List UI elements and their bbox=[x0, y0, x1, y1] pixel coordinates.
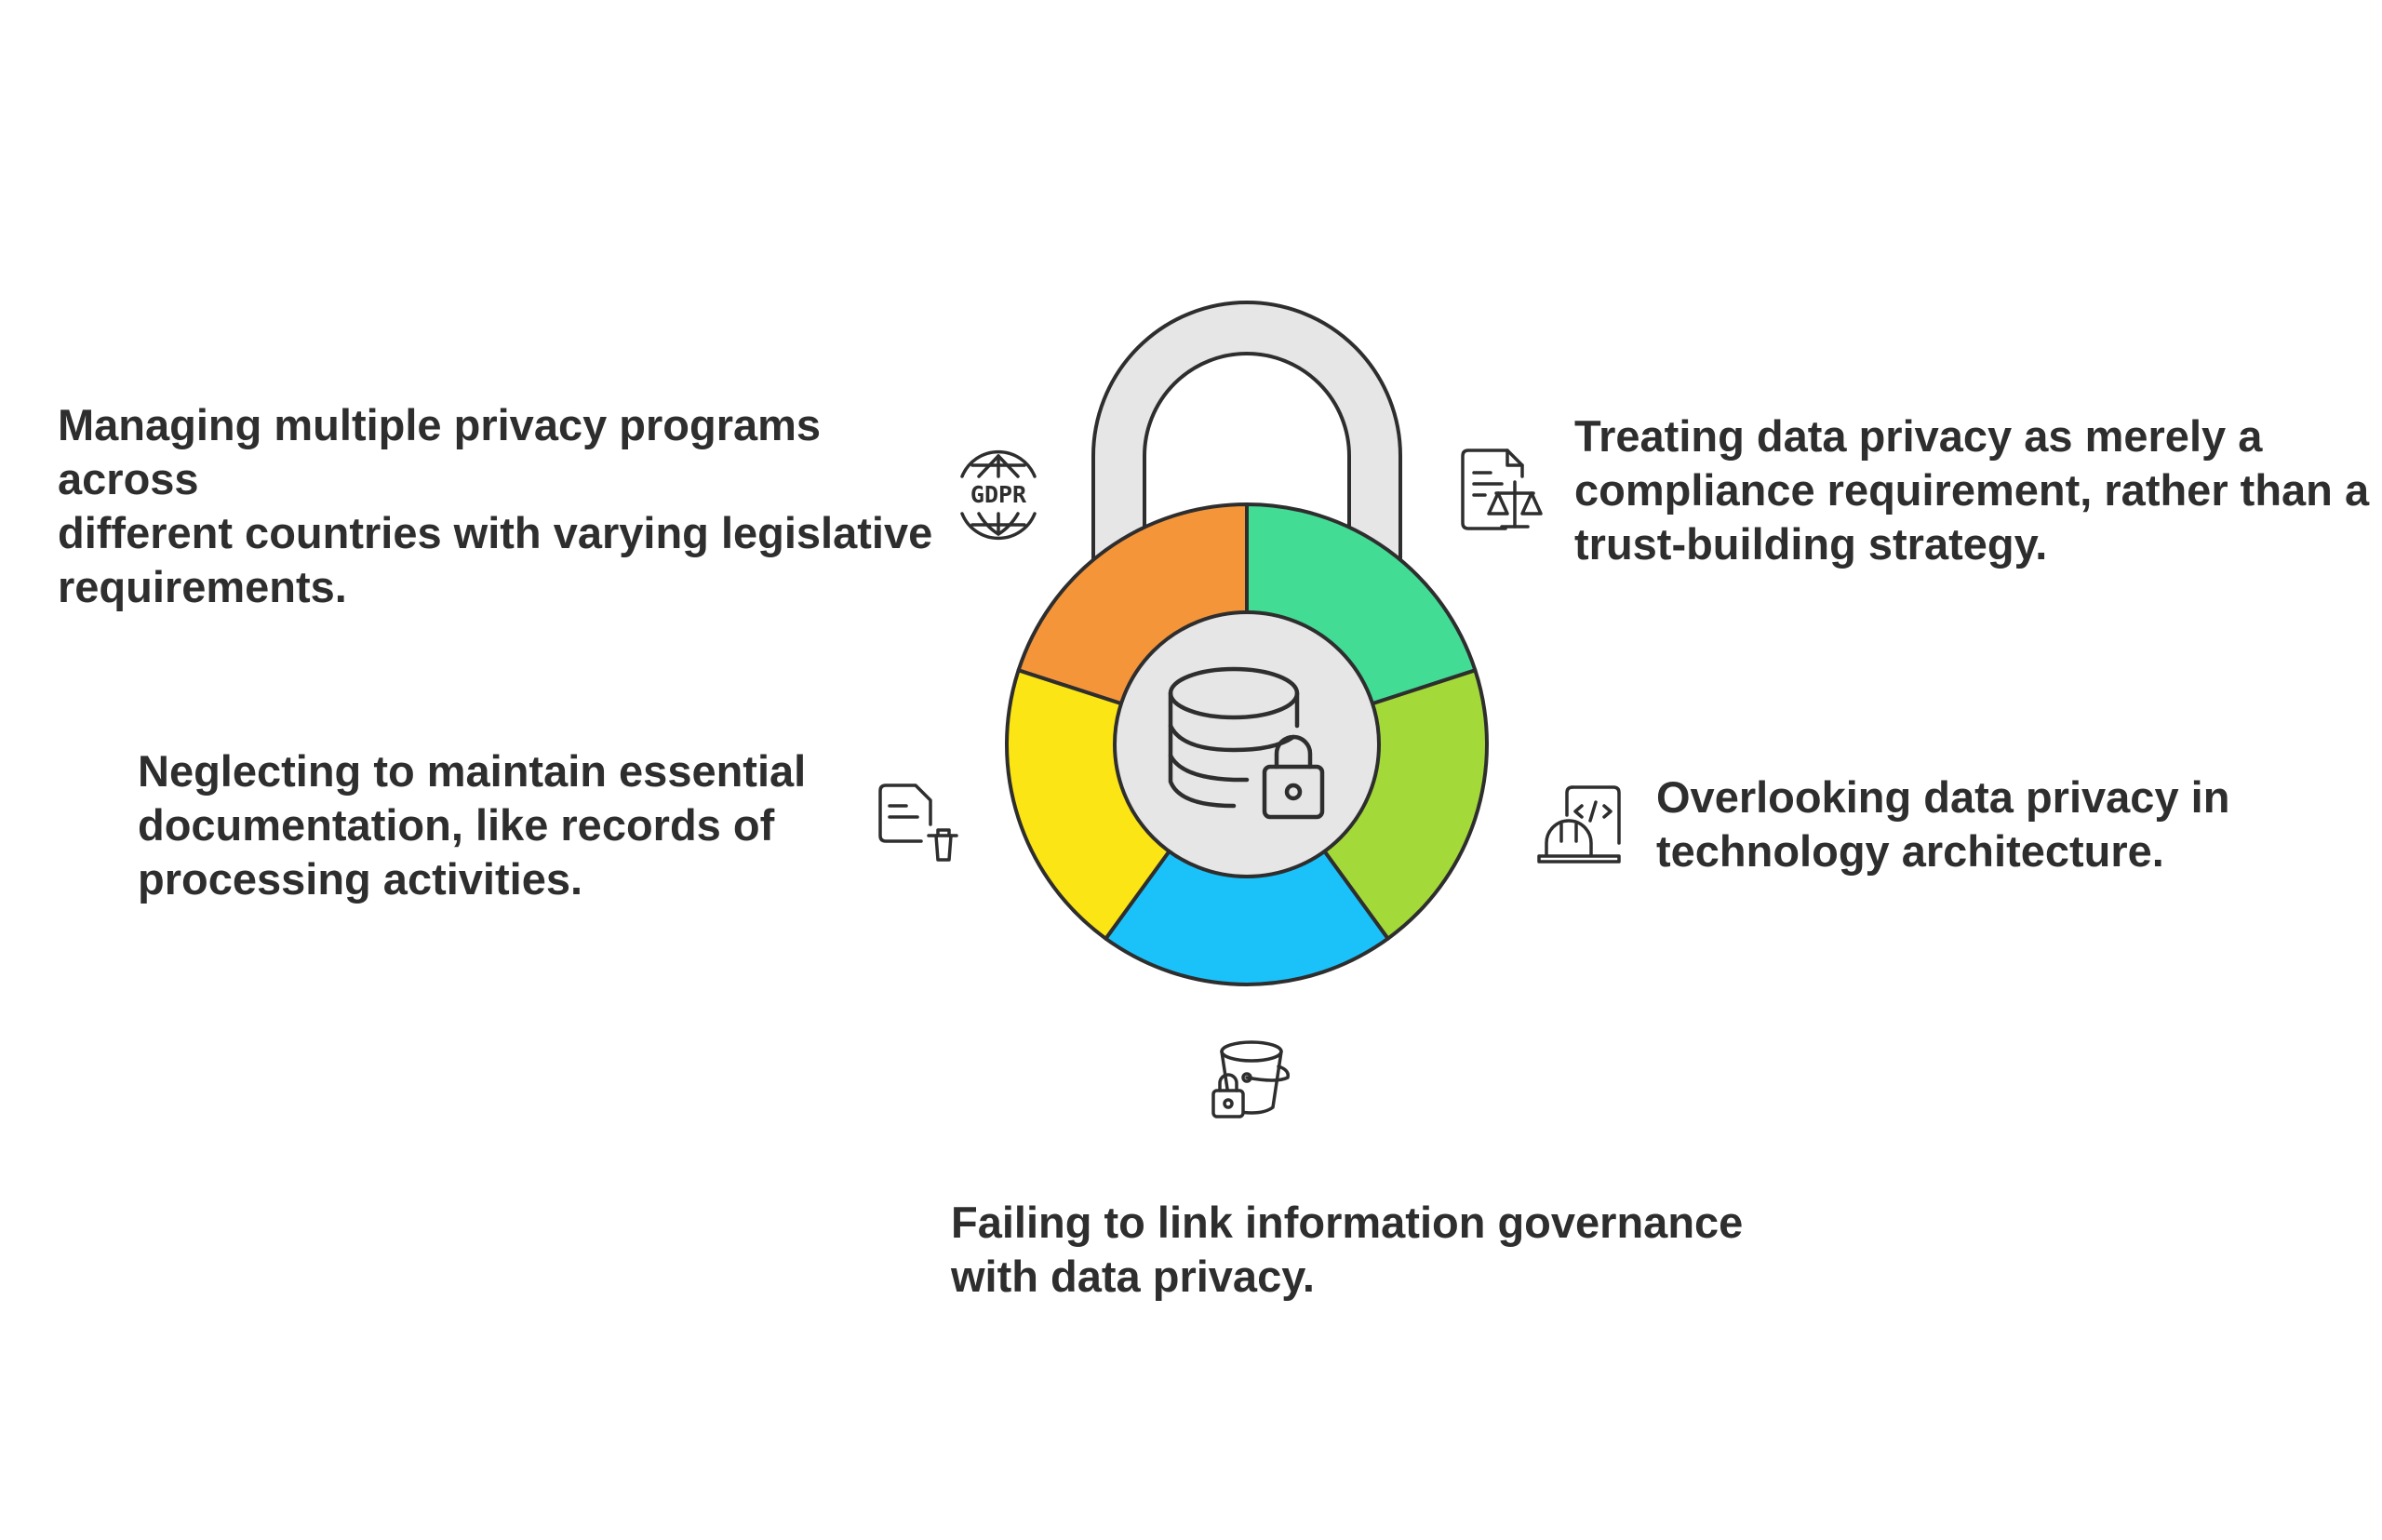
gdpr-globe-icon: GDPR bbox=[960, 449, 1037, 541]
database-lock-icon bbox=[1168, 666, 1325, 820]
item-label-compliance: Treating data privacy as merely a compli… bbox=[1574, 411, 2370, 569]
bucket-lock-icon bbox=[1211, 1040, 1291, 1118]
item-label-architecture: Overlooking data privacy in technology a… bbox=[1656, 772, 2230, 876]
code-file-hardhat-icon bbox=[1537, 785, 1621, 864]
gdpr-icon-text: GDPR bbox=[970, 481, 1027, 508]
legal-document-scales-icon bbox=[1461, 449, 1543, 530]
item-label-governance: Failing to link information governance w… bbox=[951, 1198, 1744, 1301]
center-disk bbox=[1113, 610, 1381, 878]
document-trash-icon bbox=[878, 783, 958, 862]
item-label-documentation: Neglecting to maintain essential documen… bbox=[138, 746, 807, 904]
padlock-shackle bbox=[1091, 301, 1402, 579]
item-label-gdpr: Managing multiple privacy programs acros… bbox=[58, 400, 933, 611]
